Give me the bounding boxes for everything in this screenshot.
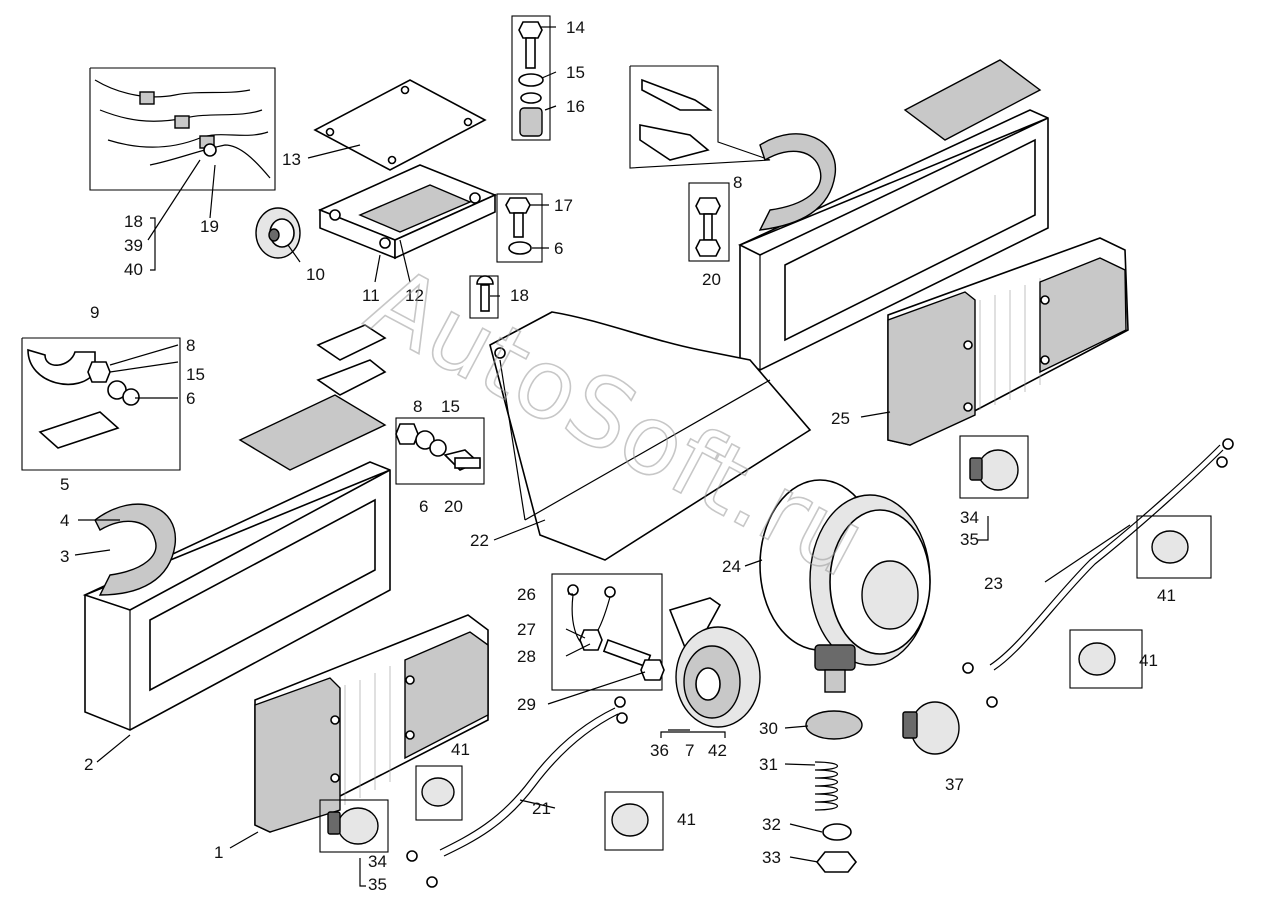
callout-19: 19 [200,217,219,236]
callouts: 14 15 16 13 18 39 40 19 17 6 10 11 12 18… [60,18,1176,894]
bulb-inset-work-light [902,701,960,755]
callout-41c: 41 [451,740,470,759]
grouping-brackets [150,217,989,887]
callout-33: 33 [762,848,781,867]
callout-39: 39 [124,236,143,255]
junction-block-cover [313,79,487,171]
callout-20b: 20 [444,497,463,516]
callout-4: 4 [60,511,69,530]
callout-37: 37 [945,775,964,794]
work-light [759,479,931,693]
callout-5: 5 [60,475,69,494]
callout-18b: 18 [510,286,529,305]
horn [668,597,761,728]
bulb-inset-right [959,435,1029,499]
wiring-inset [551,573,665,691]
callout-40: 40 [124,260,143,279]
callout-41b: 41 [1139,651,1158,670]
callout-36: 36 [650,741,669,760]
mudguard [489,311,812,561]
callout-34a: 34 [960,508,979,527]
callout-23: 23 [984,574,1003,593]
callout-42: 42 [708,741,727,760]
callout-20a: 20 [702,270,721,289]
callout-30: 30 [759,719,778,738]
grommet [255,207,301,259]
callout-13: 13 [282,150,301,169]
callout-16: 16 [566,97,585,116]
callout-41a: 41 [1157,586,1176,605]
mounting-bracket-inset-right [629,65,771,169]
clamp-inset-left [21,337,181,471]
callout-12: 12 [405,286,424,305]
clamp-bolt-right [688,182,730,262]
callout-35a: 35 [960,530,979,549]
callout-41d: 41 [677,810,696,829]
callout-2: 2 [84,755,93,774]
callout-1: 1 [214,843,223,862]
callout-6b: 6 [186,389,195,408]
harness-right [962,438,1234,708]
junction-block [317,164,498,260]
tail-light-left [254,614,489,833]
work-light-mount [805,710,863,873]
leader-lines [74,26,1131,863]
callout-21: 21 [532,799,551,818]
callout-26: 26 [517,585,536,604]
callout-29: 29 [517,695,536,714]
callout-6c: 6 [419,497,428,516]
callout-28: 28 [517,647,536,666]
bulb-inset-left [319,799,389,853]
callout-8c: 8 [413,397,422,416]
callout-22: 22 [470,531,489,550]
callout-11: 11 [362,286,380,305]
callout-6: 6 [554,239,563,258]
callout-15c: 15 [441,397,460,416]
wiring-detail-inset [89,67,276,191]
callout-3: 3 [60,547,69,566]
callout-18: 18 [124,212,143,231]
callout-34b: 34 [368,852,387,871]
callout-9: 9 [90,303,99,322]
callout-15: 15 [566,63,585,82]
callout-15b: 15 [186,365,205,384]
callout-17: 17 [554,196,573,215]
callout-7: 7 [685,741,694,760]
callout-32: 32 [762,815,781,834]
fastener-set-left [395,417,485,485]
harness-left [406,696,664,888]
lamp-housing-right [738,59,1049,371]
fastener-set-top [511,15,551,141]
bracket-left [316,324,387,396]
callout-8b: 8 [186,336,195,355]
lamp-housing-left [82,394,391,731]
callout-8a: 8 [733,173,742,192]
callout-35b: 35 [368,875,387,894]
callout-24: 24 [722,557,741,576]
callout-27: 27 [517,620,536,639]
callout-14: 14 [566,18,585,37]
fastener-set-mid [469,193,543,319]
callout-25: 25 [831,409,850,428]
callout-10: 10 [306,265,325,284]
tail-light-right [887,237,1129,446]
callout-31: 31 [759,755,778,774]
